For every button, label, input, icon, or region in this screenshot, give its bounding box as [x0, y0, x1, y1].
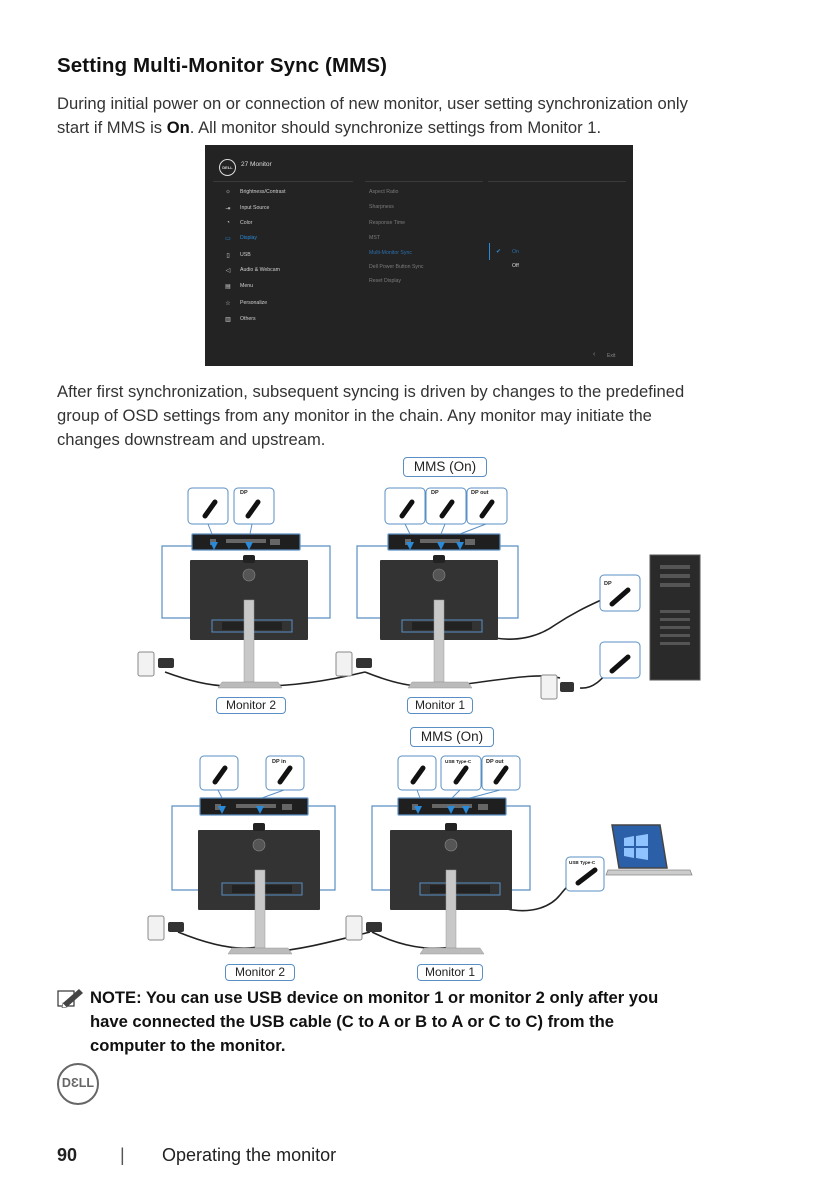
- osd-menu-item-menu[interactable]: ▤Menu: [223, 281, 253, 291]
- laptop-port-label-usb-type-c: USB Type-C: [569, 860, 596, 865]
- osd-menu-item-display[interactable]: ▭Display: [223, 233, 257, 243]
- palette-icon: ◔: [226, 220, 230, 226]
- monitor-2-graphic: [198, 823, 320, 955]
- osd-submenu-multi-monitor-sync[interactable]: Multi-Monitor Sync: [369, 250, 412, 256]
- chevron-left-icon[interactable]: ‹: [593, 351, 596, 358]
- osd-menu-screenshot: DELL 27 Monitor ☼Brightness/Contrast ⇥In…: [205, 145, 633, 366]
- osd-menu-item-personalize[interactable]: ☆Personalize: [223, 298, 267, 308]
- osd-menu-item-others[interactable]: ▥Others: [223, 314, 255, 324]
- sync-line-1: After first synchronization, subsequent …: [57, 382, 685, 401]
- input-icon: ⇥: [225, 205, 231, 212]
- osd-divider: [213, 181, 353, 182]
- pc-tower-graphic: [649, 554, 701, 681]
- note-text: NOTE: You can use USB device on monitor …: [57, 986, 777, 1058]
- osd-exit-button[interactable]: Exit: [607, 353, 616, 359]
- monitor-1-label: Monitor 1: [407, 697, 473, 714]
- pc-port-label-dp: DP: [604, 581, 612, 587]
- osd-menu-item-input-source[interactable]: ⇥Input Source: [223, 203, 269, 213]
- menu-icon: ▤: [225, 283, 231, 290]
- intro-paragraph: During initial power on or connection of…: [57, 92, 782, 140]
- sun-icon: ☼: [225, 189, 231, 195]
- osd-option-on[interactable]: On: [512, 249, 519, 255]
- page-title: Setting Multi-Monitor Sync (MMS): [57, 54, 388, 77]
- mms-on-label: MMS (On): [403, 457, 487, 477]
- osd-submenu-aspect-ratio[interactable]: Aspect Ratio: [369, 189, 399, 195]
- osd-option-off[interactable]: Off: [512, 263, 519, 269]
- osd-menu-item-audio-webcam[interactable]: ◁Audio & Webcam: [223, 265, 280, 275]
- monitor-2-label: Monitor 2: [216, 697, 286, 714]
- usbc-daisy-chain-diagram: DP in USB Type-C DP out USB Type-C: [147, 755, 693, 955]
- dell-logo-icon: DƐLL: [57, 1063, 99, 1105]
- footer-separator: |: [120, 1145, 125, 1165]
- check-icon: ✔: [496, 249, 502, 255]
- osd-submenu-mst[interactable]: MST: [369, 235, 380, 241]
- laptop-graphic: [605, 824, 693, 876]
- display-icon: ▭: [225, 235, 231, 242]
- osd-submenu-response-time[interactable]: Response Time: [369, 220, 406, 226]
- osd-menu-item-color[interactable]: ◔Color: [223, 218, 252, 228]
- osd-submenu-sharpness[interactable]: Sharpness: [369, 204, 394, 210]
- osd-menu-item-usb[interactable]: ▯USB: [223, 250, 250, 260]
- sync-line-2: group of OSD settings from any monitor i…: [57, 406, 652, 425]
- osd-divider: [365, 181, 483, 182]
- footer-section: Operating the monitor: [162, 1145, 337, 1165]
- note-line-1: NOTE: You can use USB device on monitor …: [90, 988, 659, 1007]
- note-line-2: have connected the USB cable (C to A or …: [90, 1012, 614, 1031]
- dp-daisy-chain-diagram: DP DP DP out DP: [137, 487, 701, 700]
- osd-title: 27 Monitor: [241, 161, 272, 168]
- monitor-1-graphic: [380, 555, 498, 689]
- port-label-dp: DP: [240, 490, 248, 496]
- osd-menu-item-brightness[interactable]: ☼Brightness/Contrast: [223, 187, 285, 197]
- osd-submenu-reset-display[interactable]: Reset Display: [369, 278, 402, 284]
- osd-submenu-dell-power-button-sync[interactable]: Dell Power Button Sync: [369, 264, 424, 270]
- mms-on-label: MMS (On): [410, 727, 494, 747]
- monitor-1-label: Monitor 1: [417, 964, 483, 981]
- intro-line-2-pre: start if MMS is: [57, 118, 167, 137]
- intro-on-bold: On: [166, 118, 190, 137]
- others-icon: ▥: [225, 316, 231, 323]
- sync-line-3: changes downstream and upstream.: [57, 430, 326, 449]
- page-number: 90: [57, 1145, 78, 1165]
- star-icon: ☆: [225, 300, 231, 307]
- osd-selection-bar: [489, 243, 490, 260]
- sync-paragraph: After first synchronization, subsequent …: [57, 380, 782, 452]
- dell-logo-icon: DELL: [219, 159, 236, 176]
- note-pencil-icon: [57, 989, 83, 1008]
- monitor-1-graphic: [390, 823, 512, 955]
- intro-line-2-post: . All monitor should synchronize setting…: [189, 118, 602, 137]
- port-label-dp-out: DP out: [471, 490, 489, 496]
- monitor-2-label: Monitor 2: [225, 964, 295, 981]
- note-line-3: computer to the monitor.: [90, 1036, 286, 1055]
- monitor-2-graphic: [190, 555, 308, 689]
- port-label-dp: DP: [431, 490, 439, 496]
- intro-line-1: During initial power on or connection of…: [57, 94, 688, 113]
- port-label-dp-out: DP out: [486, 759, 504, 765]
- usb-icon: ▯: [226, 252, 230, 259]
- port-label-usb-type-c: USB Type-C: [445, 759, 472, 764]
- speaker-icon: ◁: [225, 267, 231, 274]
- osd-divider: [488, 181, 626, 182]
- port-label-dp-in: DP in: [272, 759, 287, 765]
